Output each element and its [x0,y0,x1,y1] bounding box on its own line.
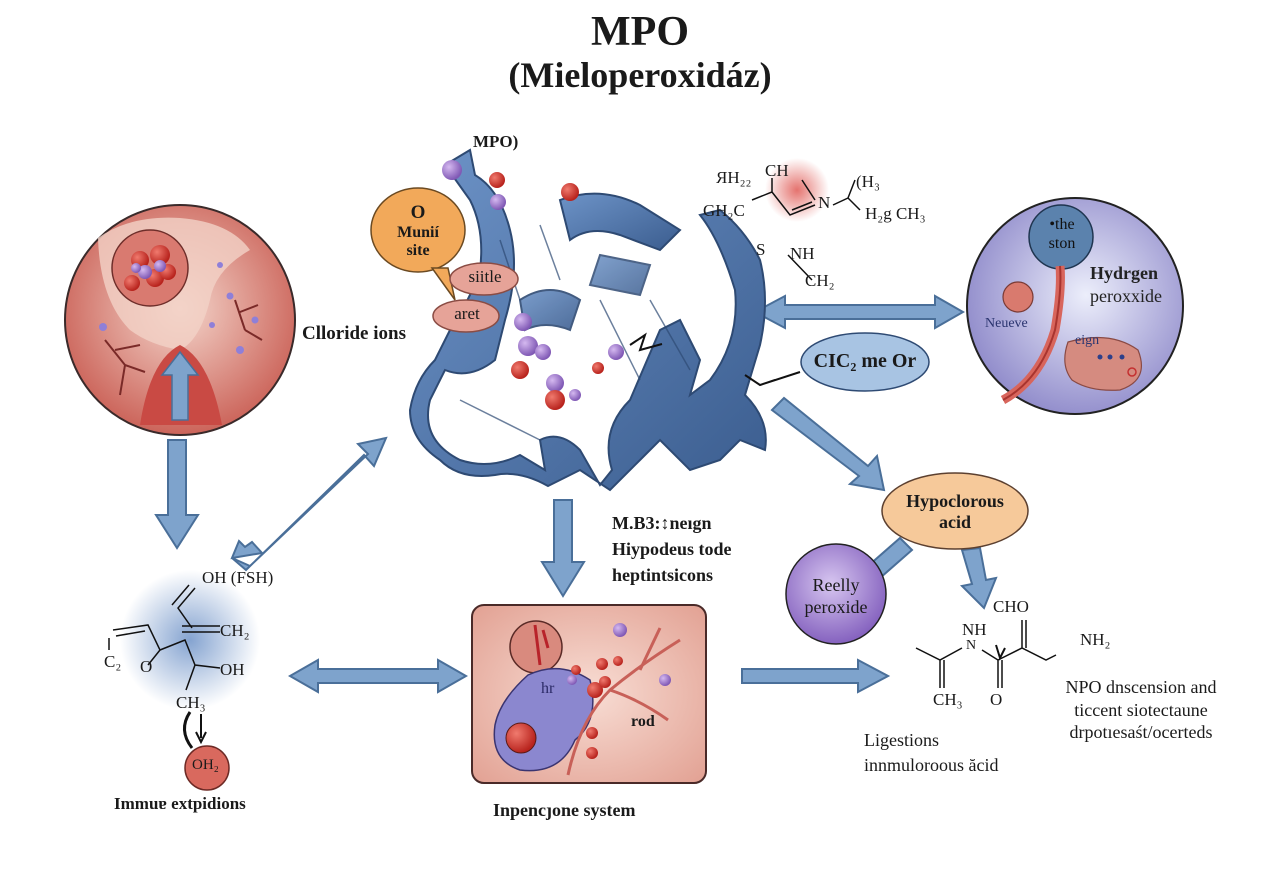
chem-o-left: O [140,657,153,676]
reelly-line-2: peroxide [804,596,868,617]
chem-oh2: OH₂ [192,757,219,773]
chem-oh-left: OH [220,660,245,679]
neueve-label: Neueve [985,316,1028,331]
lig-line-1: Ligestions [864,730,939,750]
chem-left-glow [120,570,260,710]
hydrogen-peroxide-label: Hydrgen peroxxide [1090,262,1162,309]
eign-label: eign [1075,333,1100,348]
protein-label: MPO) [473,132,519,151]
diagram-subtitle: (Mieloperoxidáz) [508,55,772,95]
chem-nh2: NH₂ [1080,630,1111,649]
bond-marker [629,332,663,352]
reelly-line-1: Reelly [812,575,860,595]
chloride-ions-label: Clloride ions [302,323,406,344]
hp-line-2: peroxxide [1090,286,1162,307]
inner-line-2: ston [1048,235,1076,253]
callout-line-2: Munií [397,223,439,241]
chem-bottom-right-bonds [915,620,1057,688]
callout-line-1: O [410,202,426,223]
chem-gh2c: GH₂C [703,201,745,220]
box-rod-label: rod [631,713,655,730]
mid-line-3: heptintsicons [612,565,714,586]
chem-ch3-left: CH₃ [176,693,206,712]
chem-ch2: CH₂ [805,271,835,290]
immune-extpidions-caption: Immuɐ extpidions [114,794,246,813]
chem-ch2-left: CH₂ [220,621,250,640]
desc-line-3: drpotıesaśt/ocerteds [1069,722,1213,742]
hypochlorous-oval-shape [881,472,1029,550]
chem-n: N [818,193,831,212]
curved-arrow [183,711,194,749]
chem-c2: C₂ [104,652,122,671]
arrow-left-down [154,439,200,550]
chem-nh: NH [790,244,815,263]
desc-line-2: ticcent siotectaune [1074,699,1208,720]
chem-rh22: ЯH₂₂ [716,168,752,187]
chem-ch: CH [765,161,789,180]
inner-line-1: •the [1049,216,1075,233]
immune-system-box [471,604,707,784]
down-arrow-small [195,714,207,745]
hypo-line-2: acid [938,511,971,532]
chem-o-br: O [990,690,1003,709]
protein-atoms [442,160,624,410]
reelly-peroxide-circle-shape [785,543,887,645]
inner-circle-text: •the ston [1036,215,1088,253]
tag-siitle-shape [449,262,519,296]
oh2-circle-shape [184,745,230,791]
tissue-circle [64,204,296,436]
mid-text-block: M.B3:↕neıgn Hiypodeus tode heptintsicons [612,510,732,588]
arrow-box-to-chem-right [741,658,891,694]
hypochlorous-label: Hypoclorous acid [882,491,1028,532]
mid-line-1: M.B3:↕neıgn [612,513,712,533]
chem-top-right-bonds [751,178,861,281]
desc-line-1: NPO dnscension and [1065,677,1217,697]
reelly-peroxide-label: Reelly peroxide [786,575,886,618]
active-site-callout-text: O Munií site [380,202,456,261]
hydrogen-peroxide-circle [966,197,1184,415]
cl-oval-shape [800,332,930,392]
tag-siitle: siitle [468,267,502,286]
hypo-line-1: Hypoclorous [906,491,1004,511]
arrow-protein-to-right-circle [752,294,966,330]
tag-aret-shape [432,299,500,333]
callout-line-3: site [406,242,430,260]
chem-oh-fsh: OH (FSH) [202,568,274,587]
diagram-title: MPO [591,9,689,55]
chem-nh-br: NH [962,620,987,639]
box-hr-label: hr [541,680,555,697]
mpo-description-text: NPO dnscension and ticcent siotectaune d… [1036,676,1246,744]
tag-aret: aret [454,304,480,323]
pointer-line [744,371,801,387]
immune-system-caption: Inpencȷone system [493,800,636,820]
chem-n-br: N [966,638,977,653]
arrow-diagonal-left-protein [230,436,388,572]
hp-line-1: Hydrgen [1090,263,1159,283]
arrow-hypochlorous-down [959,546,998,610]
chem-left-bonds [108,584,221,691]
chem-s: S [756,240,766,259]
arrow-center-down [540,499,586,598]
chem-h2g-ch3: H₂g CH₃ [865,204,926,223]
mpo-protein-structure [408,148,767,492]
chem-ch3-br: CH₃ [933,690,963,709]
lig-line-2: innmuloroous ăcid [864,755,999,776]
arrow-chem-to-box [287,658,469,694]
chem-cho: CHO [993,597,1029,616]
mid-line-2: Hiypodeus tode [612,539,732,560]
chem-h3: (H₃ [856,172,880,191]
cl-oval-label: CIC₂ me Or [813,350,917,372]
arrow-protein-to-hypochlorous [770,396,886,492]
ligestions-text: Ligestions innmuloroous ăcid [864,728,998,778]
